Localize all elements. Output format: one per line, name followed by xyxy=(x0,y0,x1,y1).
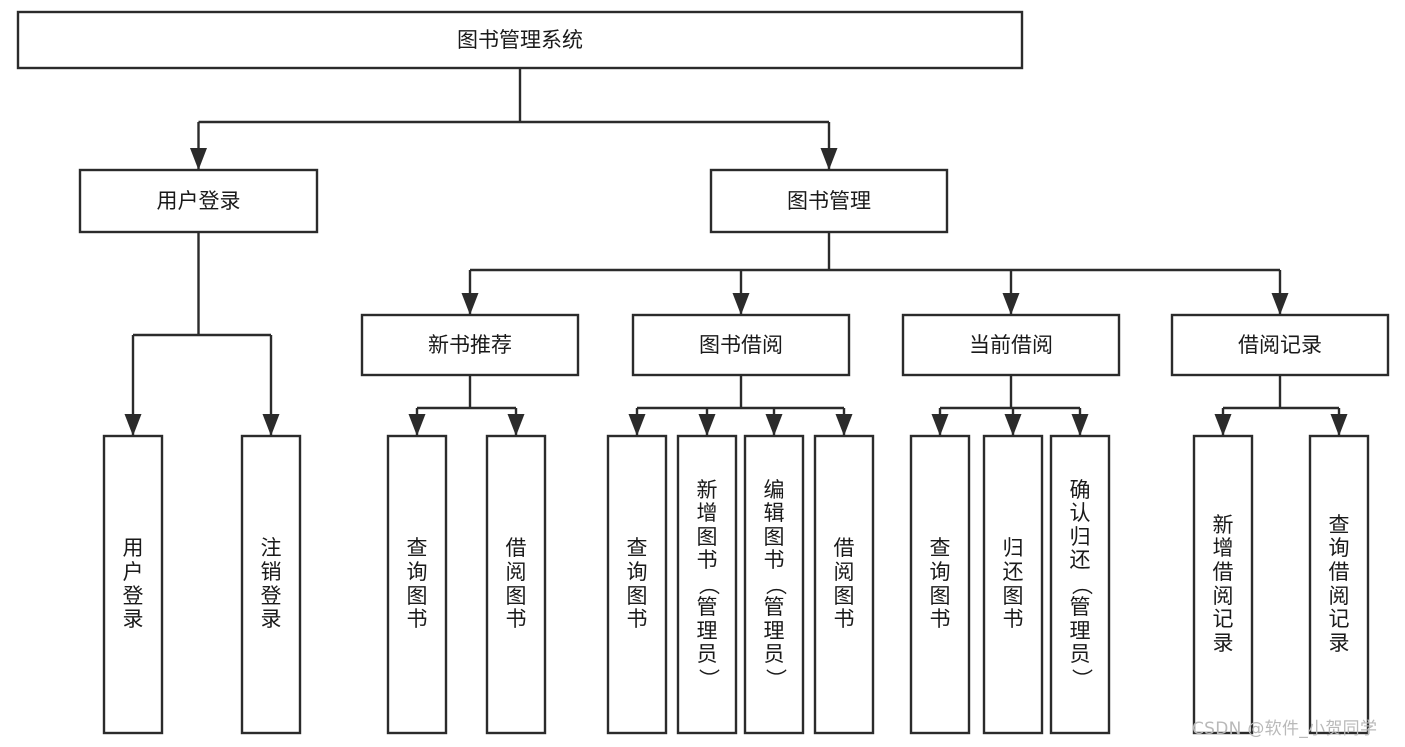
node-box-新增借阅记录[interactable] xyxy=(1192,434,1254,735)
node-box-查询图书[interactable] xyxy=(606,434,668,735)
node-box-新书推荐[interactable] xyxy=(360,313,580,377)
node-label-借阅记录: 借阅记录 xyxy=(1238,333,1322,357)
node-label-图书管理: 图书管理 xyxy=(787,189,871,213)
arrow-head-icon-借阅记录 xyxy=(1271,293,1289,315)
arrow-head-icon-查询图书 xyxy=(408,414,426,436)
node-box-图书借阅[interactable] xyxy=(631,313,851,377)
arrow-head-icon-用户登录 xyxy=(124,414,142,436)
arrow-head-icon-归还图书 xyxy=(1004,414,1022,436)
arrow-head-icon-编辑图书管理员 xyxy=(765,414,783,436)
node-box-借阅记录[interactable] xyxy=(1170,313,1390,377)
arrow-head-icon-借阅图书 xyxy=(835,414,853,436)
node-label-图书管理系统: 图书管理系统 xyxy=(457,28,583,52)
node-box-查询图书[interactable] xyxy=(909,434,971,735)
arrow-head-icon-查询图书 xyxy=(931,414,949,436)
node-box-编辑图书管理员[interactable] xyxy=(743,434,805,735)
arrow-head-icon-图书借阅 xyxy=(732,293,750,315)
node-box-查询借阅记录[interactable] xyxy=(1308,434,1370,735)
node-box-确认归还管理员[interactable] xyxy=(1049,434,1111,735)
node-label-用户登录: 用户登录 xyxy=(157,189,241,213)
node-box-用户登录[interactable] xyxy=(78,168,319,234)
arrow-head-icon-借阅图书 xyxy=(507,414,525,436)
arrow-head-icon-查询图书 xyxy=(628,414,646,436)
node-label-图书借阅: 图书借阅 xyxy=(699,333,783,357)
arrow-head-icon-确认归还管理员 xyxy=(1071,414,1089,436)
connectors-layer xyxy=(124,68,1348,436)
arrow-head-icon-查询借阅记录 xyxy=(1330,414,1348,436)
arrow-head-icon-当前借阅 xyxy=(1002,293,1020,315)
boxes-layer xyxy=(16,10,1390,735)
node-label-新书推荐: 新书推荐 xyxy=(428,333,512,357)
arrow-head-icon-注销登录 xyxy=(262,414,280,436)
node-box-借阅图书[interactable] xyxy=(813,434,875,735)
node-box-图书管理系统[interactable] xyxy=(16,10,1024,70)
arrow-head-icon-新增借阅记录 xyxy=(1214,414,1232,436)
node-box-当前借阅[interactable] xyxy=(901,313,1121,377)
arrow-head-icon-用户登录 xyxy=(190,148,207,170)
node-box-新增图书管理员[interactable] xyxy=(676,434,738,735)
node-box-归还图书[interactable] xyxy=(982,434,1044,735)
csdn-watermark: CSDN @软件_小贺同学 xyxy=(1192,719,1378,739)
arrow-head-icon-新增图书管理员 xyxy=(698,414,716,436)
arrow-head-icon-新书推荐 xyxy=(461,293,479,315)
node-box-查询图书[interactable] xyxy=(386,434,448,735)
arrow-head-icon-图书管理 xyxy=(820,148,838,170)
node-label-当前借阅: 当前借阅 xyxy=(969,333,1053,357)
node-box-注销登录[interactable] xyxy=(240,434,302,735)
node-box-借阅图书[interactable] xyxy=(485,434,547,735)
node-box-用户登录[interactable] xyxy=(102,434,164,735)
node-box-图书管理[interactable] xyxy=(709,168,949,234)
